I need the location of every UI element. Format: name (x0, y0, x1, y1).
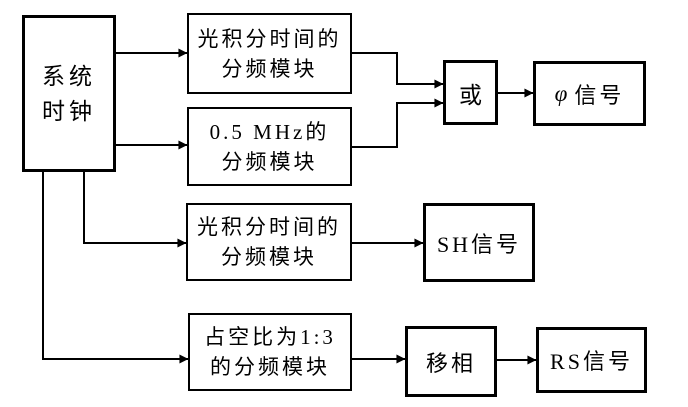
node-optical-integration-divider-2: 光积分时间的 分频模块 (186, 203, 352, 281)
connector-sysclock-to-duty-divider (42, 170, 189, 364)
connector-optical-divider-1-to-or (350, 52, 444, 89)
node-optical-integration-divider-1: 光积分时间的 分频模块 (187, 13, 352, 94)
node-half-mhz-divider: 0.5 MHz的 分频模块 (187, 107, 352, 186)
connector-sysclock-to-optical-divider-2 (83, 170, 187, 248)
node-phase-shifter: 移相 (405, 326, 497, 397)
node-duty-cycle-divider: 占空比为1:3 的分频模块 (188, 313, 352, 391)
node-or-gate: 或 (443, 60, 498, 125)
node-system-clock: 系统 时钟 (22, 15, 116, 172)
node-rs-signal: RS信号 (536, 327, 647, 393)
phi-signal-label: 信号 (574, 82, 625, 108)
phi-symbol: φ (554, 80, 571, 106)
node-sh-signal: SH信号 (423, 203, 535, 282)
connector-halfmhz-divider-to-or (350, 98, 444, 148)
